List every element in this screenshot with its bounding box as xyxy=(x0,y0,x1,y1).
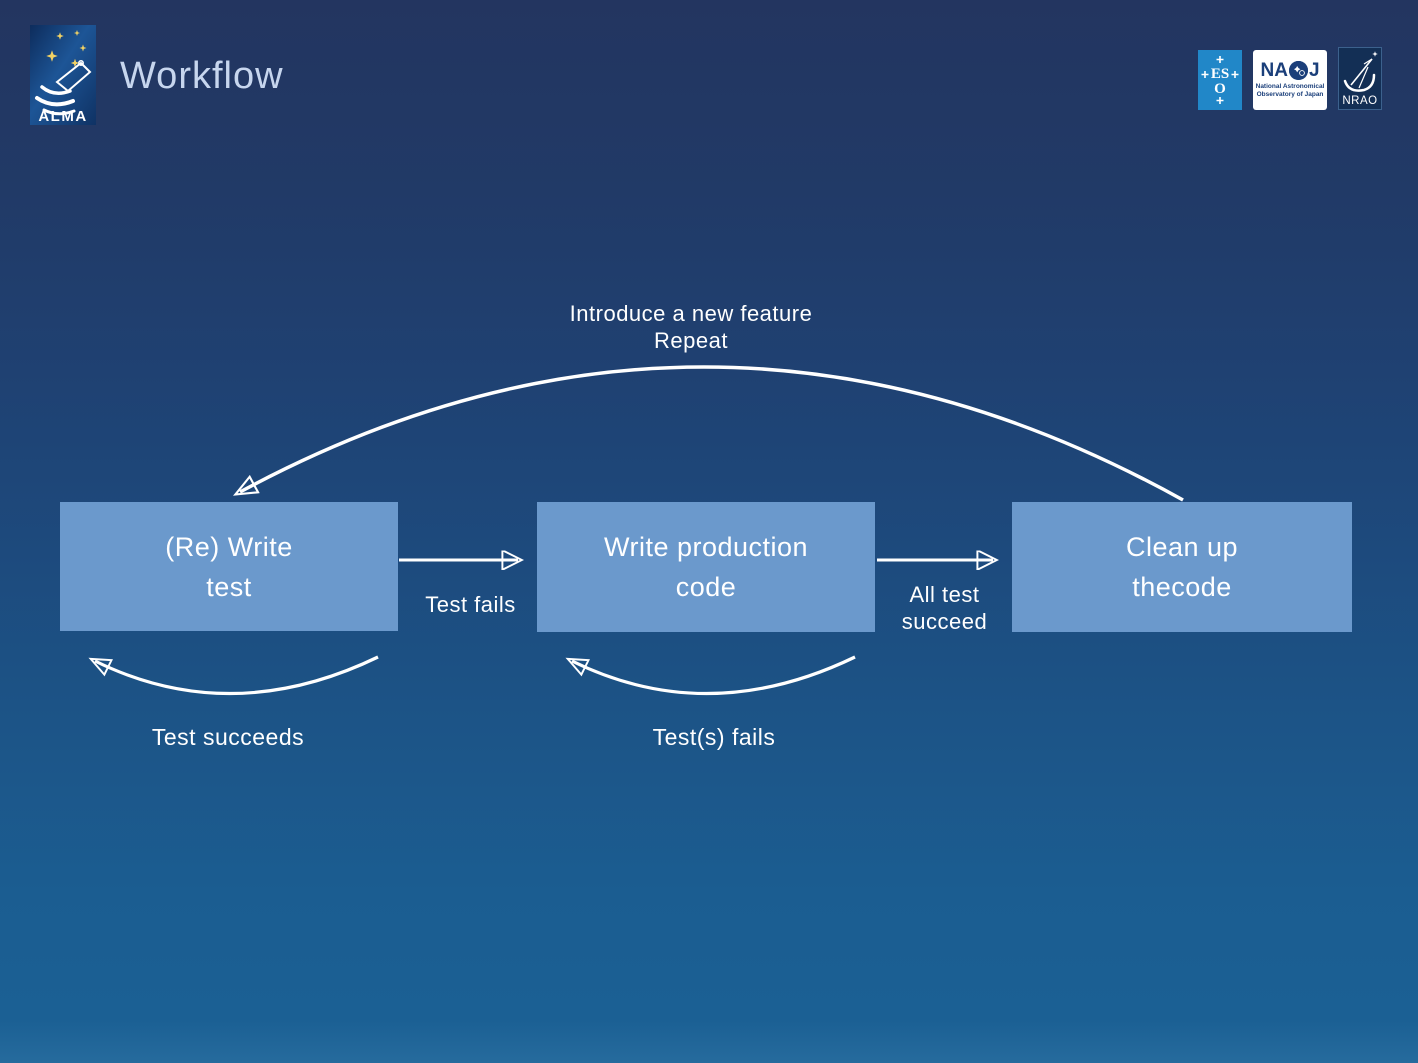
node-write-production-code: Write production code xyxy=(537,502,875,632)
nrao-logo: NRAO xyxy=(1338,47,1382,110)
alma-stars-icon xyxy=(46,30,87,68)
node-write-test: (Re) Write test xyxy=(60,502,398,631)
eso-logo-label-bottom: O xyxy=(1214,81,1226,97)
naoj-logo-word: NA J xyxy=(1260,59,1320,81)
arrow-test-succeeds-loop xyxy=(88,655,379,696)
label-test-succeeds: Test succeeds xyxy=(151,724,305,750)
nrao-logo-label: NRAO xyxy=(1342,95,1377,107)
arrow-repeat-loop xyxy=(232,365,1184,502)
node-clean-up-code: Clean up thecode xyxy=(1012,502,1352,632)
eso-crosses-icon xyxy=(1201,56,1239,104)
naoj-letters-right: J xyxy=(1308,59,1320,81)
nrao-antenna-icon xyxy=(1343,51,1378,92)
naoj-globe-icon xyxy=(1288,60,1308,80)
node-write-production-code-label: Write production code xyxy=(603,532,809,602)
node-write-test-label: (Re) Write test xyxy=(165,531,293,602)
node-clean-up-code-label: Clean up thecode xyxy=(1125,532,1239,602)
alma-logo: ALMA xyxy=(30,25,96,125)
page-title: Workflow xyxy=(120,55,284,97)
label-introduce-new-feature: Introduce a new feature Repeat xyxy=(569,301,813,353)
eso-logo-label-top: ES xyxy=(1211,66,1229,82)
eso-logo: ES O xyxy=(1198,50,1242,110)
arrow-tests-fails-loop xyxy=(565,655,856,696)
alma-logo-label: ALMA xyxy=(38,108,87,125)
label-all-test-succeed: All test succeed xyxy=(901,582,988,634)
naoj-logo: NA J National Astronomical Observatory o… xyxy=(1253,50,1327,110)
naoj-subtitle: National Astronomical Observatory of Jap… xyxy=(1255,82,1325,98)
label-tests-fails: Test(s) fails xyxy=(652,724,776,750)
partner-logos: ES O NA J National Astronomical Observat… xyxy=(1198,47,1382,110)
naoj-letters-left: NA xyxy=(1260,59,1288,81)
alma-antenna-icon xyxy=(35,60,92,116)
label-test-fails: Test fails xyxy=(425,592,516,617)
